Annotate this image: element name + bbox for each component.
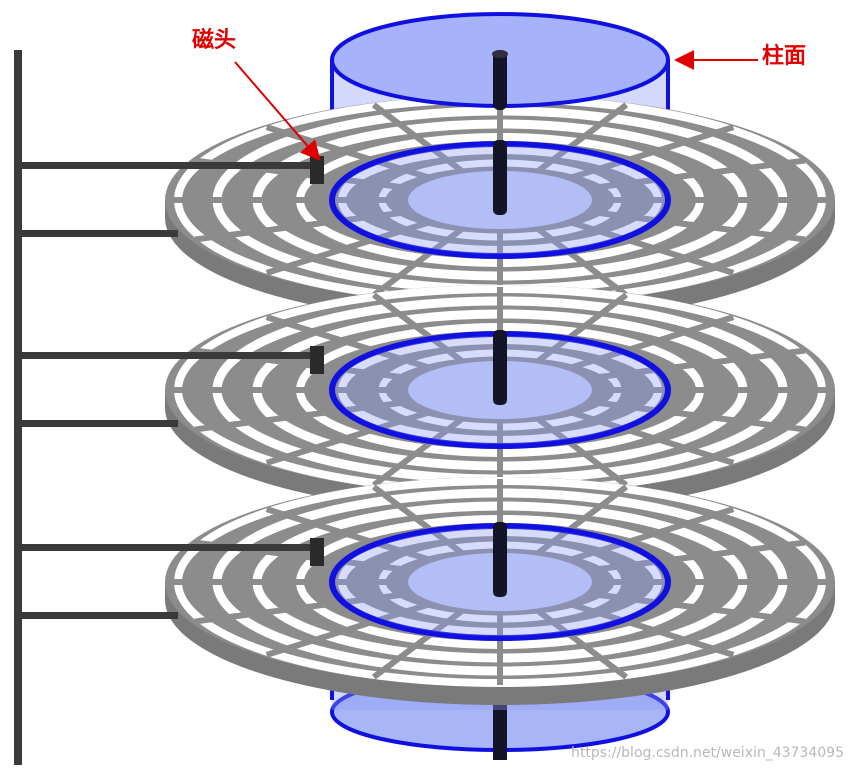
sector-spoke (265, 408, 434, 466)
sector-spoke (566, 408, 735, 466)
sector-spoke (587, 208, 806, 243)
platter-2 (18, 285, 835, 513)
head-arm-post (14, 50, 22, 765)
sector-spoke (566, 506, 735, 564)
watermark: https://blog.csdn.net/weixin_43734095 (570, 745, 844, 761)
spindle-top (493, 50, 507, 110)
sector-spoke (371, 607, 466, 680)
sector-spoke (194, 398, 413, 433)
sector-spoke (566, 218, 735, 276)
spindle-cap (492, 50, 508, 58)
sector-spoke (534, 292, 629, 365)
head-arm (18, 230, 178, 237)
sector-spoke (587, 398, 806, 433)
head-label: 磁头 (192, 28, 237, 53)
sector-spoke (534, 415, 629, 488)
sector-spoke (534, 102, 629, 175)
sector-spoke (265, 506, 434, 564)
head-arm (18, 544, 318, 551)
sector-spoke (371, 102, 466, 175)
sector-spoke (371, 484, 466, 557)
sector-spoke (566, 600, 735, 658)
head-arm (18, 162, 318, 169)
sector-spoke (534, 607, 629, 680)
sector-spoke (587, 157, 806, 192)
spindle-segment (493, 330, 507, 405)
read-write-head (310, 538, 324, 566)
sector-spoke (371, 292, 466, 365)
sector-spoke (587, 590, 806, 625)
platter-1 (18, 95, 835, 323)
head-arm (18, 612, 178, 619)
platter-3 (18, 477, 835, 705)
sector-spoke (587, 539, 806, 574)
sector-spoke (566, 124, 735, 182)
sector-spoke (587, 347, 806, 382)
head-arm (18, 420, 178, 427)
read-write-head (310, 156, 324, 184)
sector-spoke (566, 314, 735, 372)
head-arm (18, 352, 318, 359)
read-write-head (310, 346, 324, 374)
sector-spoke (265, 314, 434, 372)
sector-spoke (371, 415, 466, 488)
sector-spoke (534, 225, 629, 298)
sector-spoke (265, 124, 434, 182)
spindle-segment (493, 140, 507, 215)
cylinder-label: 柱面 (762, 44, 807, 69)
spindle-segment (493, 522, 507, 597)
sector-spoke (194, 590, 413, 625)
sector-spoke (194, 208, 413, 243)
sector-spoke (371, 225, 466, 298)
head-pointer-arrow (234, 61, 321, 162)
sector-spoke (534, 484, 629, 557)
sector-spoke (265, 218, 434, 276)
sector-spoke (265, 600, 434, 658)
